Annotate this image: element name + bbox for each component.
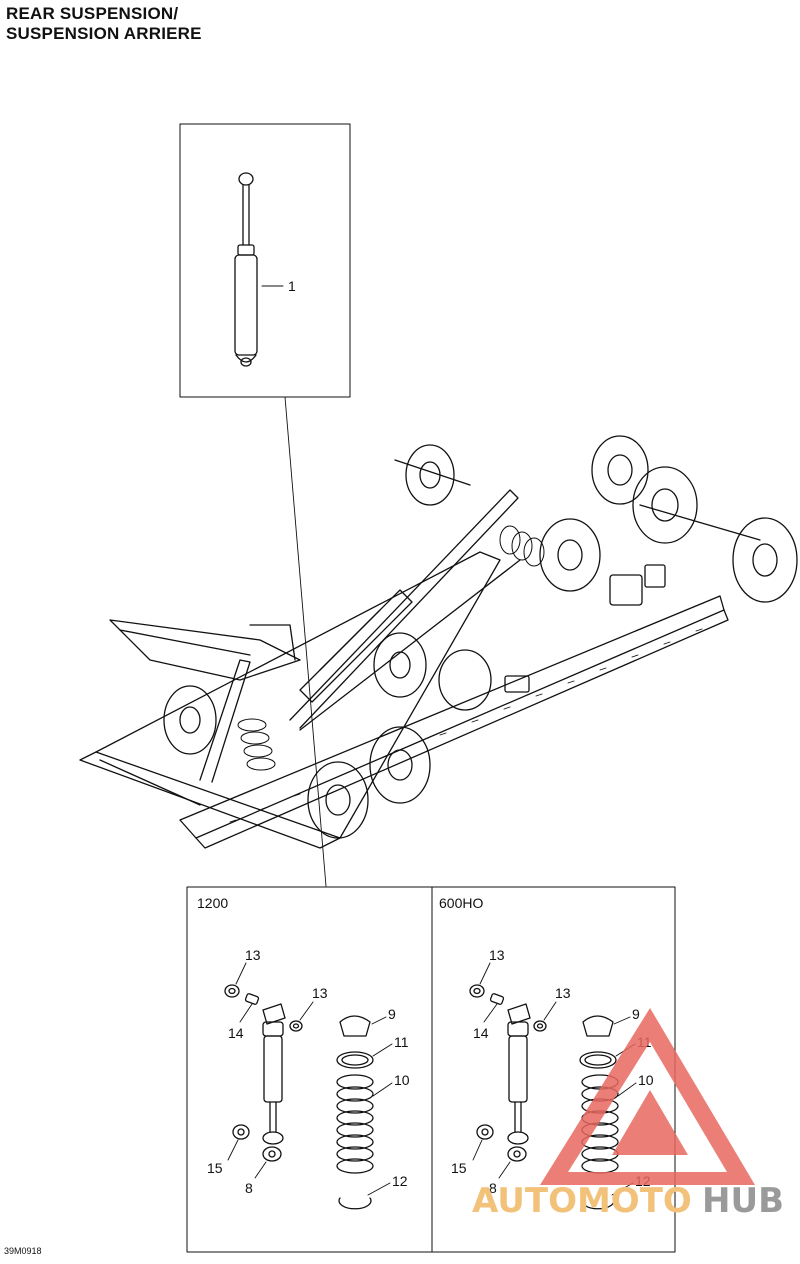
callout-13-a: 13 — [245, 947, 261, 963]
callout-9-b: 9 — [632, 1006, 640, 1022]
callout-13-d: 13 — [555, 985, 571, 1001]
watermark-text-2: HUB — [702, 1181, 784, 1221]
panel-header-600ho: 600HO — [439, 895, 483, 911]
shock-600ho — [469, 984, 619, 1210]
shock-detail-box — [179, 123, 351, 398]
watermark-text-1: AUTOMOTO — [472, 1181, 692, 1221]
title-line-2: SUSPENSION ARRIERE — [6, 24, 202, 43]
callout-14-b: 14 — [473, 1025, 489, 1041]
callout-13-b: 13 — [312, 985, 328, 1001]
watermark-logo: AUTOMOTO HUB — [472, 1008, 784, 1221]
watermark-triangle-icon — [540, 1008, 755, 1185]
rear-suspension-assembly — [79, 435, 798, 849]
title-line-1: REAR SUSPENSION/ — [6, 4, 179, 23]
callout-1: 1 — [288, 278, 296, 294]
callout-9: 9 — [388, 1006, 396, 1022]
callout-14: 14 — [228, 1025, 244, 1041]
callout-15-b: 15 — [451, 1160, 467, 1176]
callout-13-c: 13 — [489, 947, 505, 963]
callout-10-b: 10 — [638, 1072, 654, 1088]
callouts-left-panel: 13 13 14 9 11 10 15 8 12 — [207, 947, 410, 1196]
callout-12: 12 — [392, 1173, 408, 1189]
page-title: REAR SUSPENSION/ SUSPENSION ARRIERE — [6, 4, 202, 44]
callout-11: 11 — [394, 1034, 409, 1050]
shock-1200 — [224, 984, 374, 1210]
shock-absorber-part-1 — [234, 172, 258, 367]
figure-code: 39M0918 — [4, 1246, 42, 1256]
callout-10: 10 — [394, 1072, 410, 1088]
callout-8: 8 — [245, 1180, 253, 1196]
panel-header-1200: 1200 — [197, 895, 228, 911]
callout-8-b: 8 — [489, 1180, 497, 1196]
spring-kit-panel-1200 — [186, 886, 433, 1253]
callout-15: 15 — [207, 1160, 223, 1176]
